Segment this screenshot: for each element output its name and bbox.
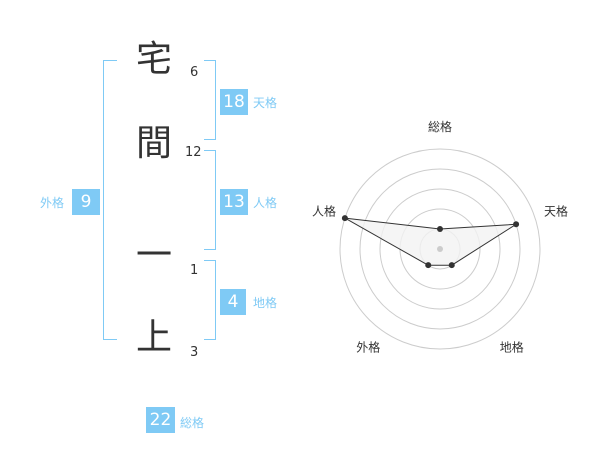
radar-axis-label-3: 地格 — [500, 340, 524, 355]
radar-ring-4 — [359, 168, 521, 330]
radar-axis-label-5: 人格 — [312, 203, 336, 218]
radar-point-5 — [341, 215, 348, 222]
radar-ring-5 — [339, 148, 541, 350]
name-char-1: 宅 — [135, 39, 172, 80]
radar-axis-label-1: 総格 — [428, 119, 452, 134]
radar-point-2 — [513, 221, 520, 228]
radar-axis-label-2: 天格 — [544, 203, 568, 218]
tenkaku-value: 18 — [220, 89, 248, 115]
chikaku-label: 地格 — [253, 296, 278, 310]
stroke-count-4: 3 — [190, 345, 199, 360]
stroke-count-1: 6 — [190, 65, 199, 80]
chikaku-bracket — [204, 260, 216, 340]
radar-axis-label-4: 外格 — [356, 340, 380, 355]
tenkaku-bracket — [204, 60, 216, 140]
name-char-2: 間 — [135, 123, 172, 164]
radar-point-4 — [425, 262, 432, 269]
radar-series — [341, 215, 520, 269]
radar-ring-3 — [379, 188, 501, 310]
tenkaku-label: 天格 — [253, 96, 278, 110]
stroke-count-2: 12 — [185, 145, 202, 160]
radar-point-1 — [437, 226, 443, 232]
name-char-4: 上 — [135, 317, 172, 358]
gaikaku-bracket — [103, 60, 117, 340]
gaikaku-label: 外格 — [40, 196, 65, 210]
name-char-3: 一 — [135, 235, 172, 276]
radar-center-dot — [437, 246, 443, 252]
soukaku-label: 総格 — [180, 416, 205, 430]
jinkaku-bracket — [204, 150, 216, 250]
jinkaku-value: 13 — [220, 189, 248, 215]
chikaku-value: 4 — [220, 289, 246, 315]
radar-point-3 — [448, 262, 455, 269]
jinkaku-label: 人格 — [253, 196, 278, 210]
soukaku-value: 22 — [146, 407, 175, 433]
radar-area — [344, 217, 517, 266]
gaikaku-value: 9 — [72, 189, 100, 215]
stroke-count-3: 1 — [190, 263, 199, 278]
